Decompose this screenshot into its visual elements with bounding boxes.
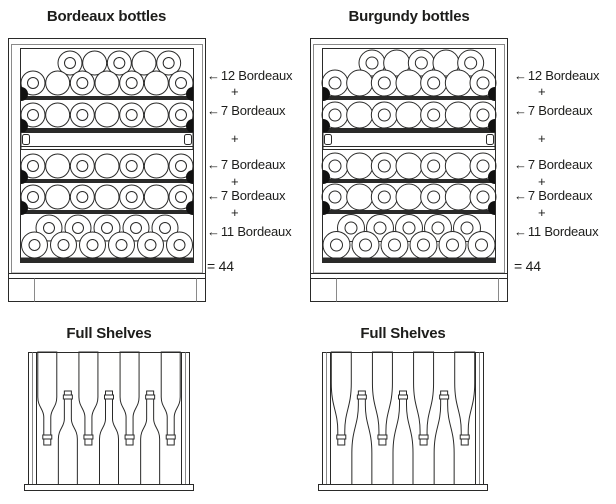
annotation-label: + — [538, 205, 546, 220]
annotation-row: + — [207, 131, 239, 147]
left-arrow-icon: ← — [514, 188, 527, 203]
annotation-label: 7 Bordeaux — [220, 103, 286, 118]
left-arrow-icon: ← — [207, 68, 220, 83]
annotation-row: + — [514, 205, 546, 221]
full-shelves-left-title: Full Shelves — [66, 325, 152, 342]
annotation-row: + — [514, 174, 546, 190]
annotation-label: 11 Bordeaux — [220, 224, 292, 239]
left-arrow-icon: ← — [207, 157, 220, 172]
bordeaux-annotations: ←12 Bordeaux + ←7 Bordeaux + ←7 Bordeaux… — [207, 0, 315, 300]
annotation-label: + — [231, 84, 239, 99]
annotation-row: + — [207, 174, 239, 190]
left-arrow-icon: ← — [207, 224, 220, 239]
bordeaux-full-shelf-diagram — [24, 351, 194, 491]
annotation-row: ←7 Bordeaux — [207, 157, 286, 173]
annotation-label: = 44 — [514, 258, 541, 274]
annotation-row: ←12 Bordeaux — [207, 68, 293, 84]
burgundy-cabinet-diagram — [310, 38, 508, 302]
annotation-label: + — [231, 131, 239, 146]
left-arrow-icon: ← — [514, 224, 527, 239]
burgundy-title: Burgundy bottles — [348, 8, 470, 25]
annotation-label: + — [231, 205, 239, 220]
burgundy-full-shelf-diagram — [318, 351, 488, 491]
left-arrow-icon: ← — [514, 68, 527, 83]
annotation-row: ←12 Bordeaux — [514, 68, 600, 84]
annotation-row: + — [514, 84, 546, 100]
annotation-label: 11 Bordeaux — [527, 224, 599, 239]
annotation-row: ←11 Bordeaux — [514, 224, 599, 240]
full-shelves-right-title: Full Shelves — [360, 325, 446, 342]
annotation-row: ←7 Bordeaux — [207, 103, 286, 119]
annotation-row: ←7 Bordeaux — [514, 103, 593, 119]
total-count: = 44 — [514, 258, 541, 274]
left-arrow-icon: ← — [207, 188, 220, 203]
annotation-label: + — [538, 174, 546, 189]
annotation-row: ←7 Bordeaux — [514, 188, 593, 204]
annotation-label: + — [231, 174, 239, 189]
annotation-label: 12 Bordeaux — [527, 68, 600, 83]
annotation-row: ←11 Bordeaux — [207, 224, 292, 240]
bordeaux-cabinet-diagram — [8, 38, 206, 302]
annotation-label: + — [538, 84, 546, 99]
burgundy-annotations: ←12 Bordeaux + ←7 Bordeaux + ←7 Bordeaux… — [514, 0, 616, 300]
left-arrow-icon: ← — [514, 157, 527, 172]
annotation-row: ←7 Bordeaux — [514, 157, 593, 173]
annotation-label: = 44 — [207, 258, 234, 274]
annotation-label: 7 Bordeaux — [527, 188, 593, 203]
left-arrow-icon: ← — [514, 103, 527, 118]
annotation-label: + — [538, 131, 546, 146]
left-arrow-icon: ← — [207, 103, 220, 118]
total-count: = 44 — [207, 258, 234, 274]
annotation-label: 7 Bordeaux — [527, 157, 593, 172]
annotation-row: ←7 Bordeaux — [207, 188, 286, 204]
annotation-row: + — [207, 205, 239, 221]
annotation-row: + — [207, 84, 239, 100]
bordeaux-title: Bordeaux bottles — [46, 8, 167, 25]
annotation-row: + — [514, 131, 546, 147]
annotation-label: 7 Bordeaux — [220, 188, 286, 203]
annotation-label: 7 Bordeaux — [220, 157, 286, 172]
annotation-label: 12 Bordeaux — [220, 68, 293, 83]
annotation-label: 7 Bordeaux — [527, 103, 593, 118]
